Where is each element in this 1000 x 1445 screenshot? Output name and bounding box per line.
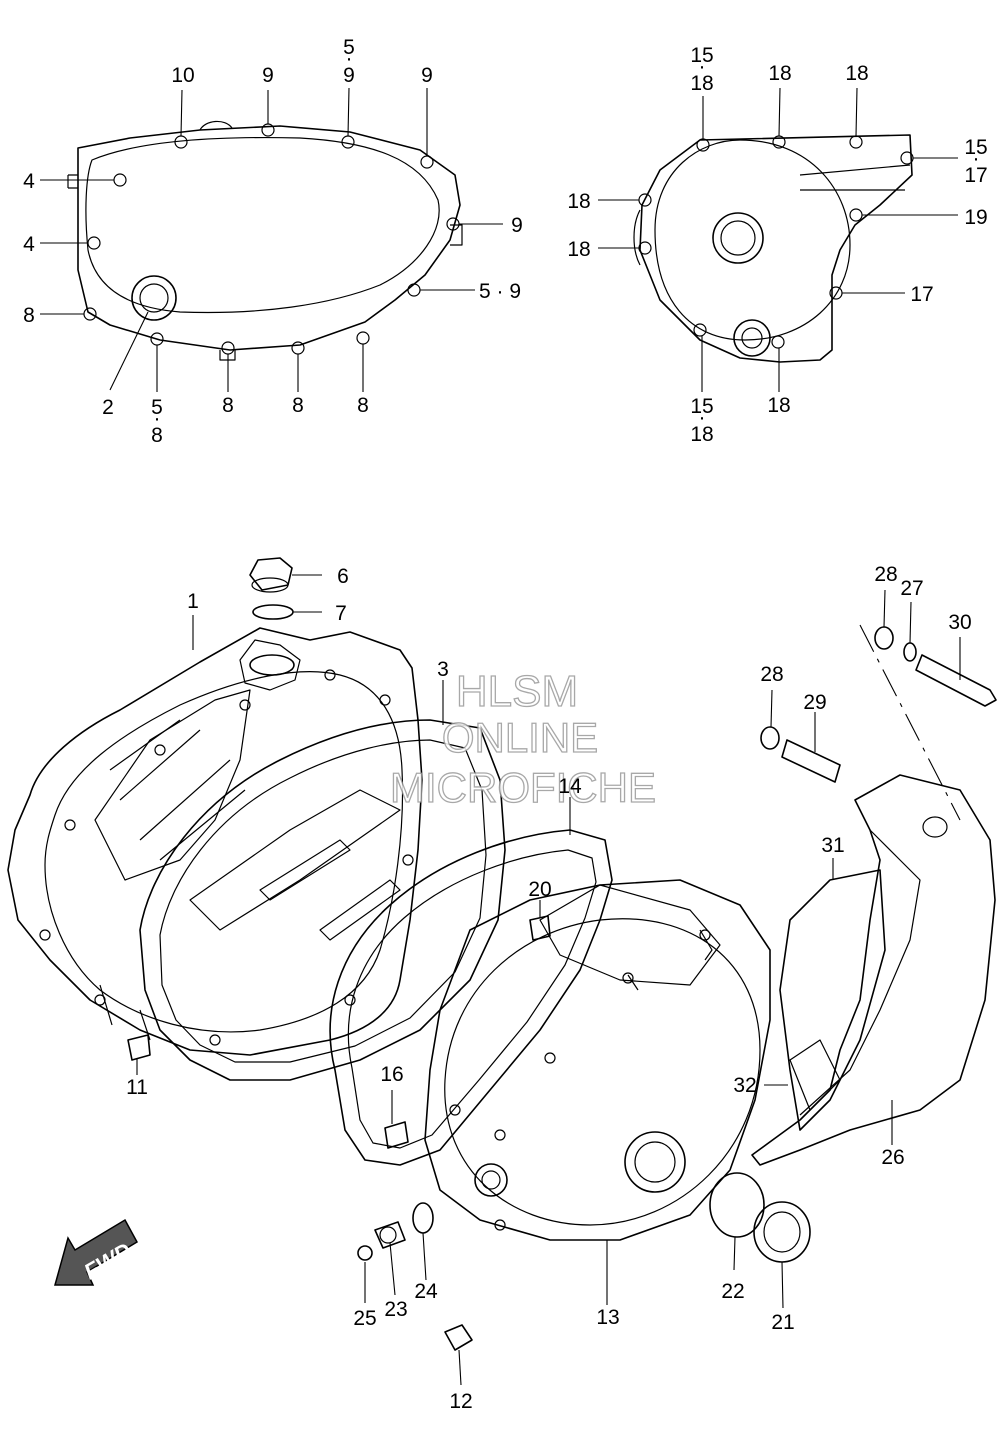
callout-label: 18 [567,238,590,261]
bolt-hole [39,669,414,1046]
callout-label: 26 [881,1146,904,1169]
callout-label: 7 [335,602,347,625]
watermark-line-1: HLSM [456,667,578,716]
callout-label: 28 [760,663,783,686]
callout-label: 15·18 [690,395,713,446]
bolt-hole [638,135,914,349]
callout-label: 28 [874,563,897,586]
callout-label: 9 [511,214,523,237]
callout-label: 27 [900,577,923,600]
long-bolt [915,654,997,707]
callout-label: 8 [357,394,369,417]
callout-label: 1 [187,590,199,613]
callout-label: 15·18 [690,44,713,95]
washer [903,642,917,662]
callout-label: 11 [126,1076,148,1099]
callout-label: 5 · 9 [479,280,521,303]
callout-label: 13 [596,1306,619,1329]
callout-label: 14 [558,775,582,798]
spacer [781,739,841,783]
callout-label: 6 [337,565,349,588]
o-ring [252,604,294,620]
callout-label: 21 [771,1311,794,1334]
callout-label: 8 [23,304,35,327]
callout-label: 19 [964,206,987,229]
clutch-cover-gasket [139,719,506,1081]
callout-label: 2 [102,396,114,419]
callout-label: 3 [437,658,449,681]
callout-label: 18 [767,394,790,417]
callout-label: 20 [528,878,551,901]
callout-label: 30 [948,611,971,634]
callout-label: 4 [23,170,35,193]
plug-bolt [374,1221,406,1249]
callout-label: 18 [567,190,590,213]
sprocket-cover-plate [779,869,886,1131]
generator-cover-bolt-layout [598,87,958,392]
callout-label: 12 [449,1390,472,1413]
callout-label: 9 [262,64,274,87]
callout-label: 31 [821,834,844,857]
generator-o-ring [709,1172,765,1238]
callout-labels: 10 9 5·9 9 4 4 9 8 5 · 9 2 5·8 8 8 8 15·… [23,36,988,1413]
generator-plug [753,1201,811,1263]
oil-filler-cap [249,557,293,593]
callout-label: 23 [384,1298,407,1321]
generator-cover-gasket [329,829,613,1166]
callout-label: 10 [171,64,194,87]
callout-label: 18 [768,62,791,85]
callout-label: 5·9 [343,36,355,87]
crankcase-cover-assembly [7,557,997,1386]
small-cap [357,1245,373,1261]
callout-label: 24 [414,1280,438,1303]
watermark: HLSM ONLINE MICROFICHE [389,666,656,811]
watermark-line-3: MICROFICHE [390,764,656,811]
callout-label: 8 [222,394,234,417]
callout-label: 22 [721,1280,744,1303]
callout-label: 16 [380,1063,403,1086]
bolt-hole [449,929,711,1231]
bushing [760,626,894,750]
callout-label: 5·8 [151,396,163,447]
callout-label: 9 [421,64,433,87]
watermark-line-2: ONLINE [442,714,598,761]
callout-label: 15·17 [964,136,987,187]
callout-label: 8 [292,394,304,417]
callout-label: 25 [353,1307,376,1330]
fwd-arrow-icon: FWD [54,1218,139,1286]
clutch-cover-bolt-layout [40,87,503,392]
sprocket-cover [751,774,996,1166]
callout-label: 18 [845,62,868,85]
dowel-pin [127,915,551,1149]
callout-label: 32 [733,1074,756,1097]
bolt-hole [83,123,460,355]
clutch-cover [7,627,423,1056]
callout-label: 4 [23,233,35,256]
callout-label: 29 [803,691,826,714]
washer [412,1202,434,1234]
generator-cover [424,879,771,1241]
callout-label: 17 [910,283,933,306]
plug [444,1324,473,1351]
